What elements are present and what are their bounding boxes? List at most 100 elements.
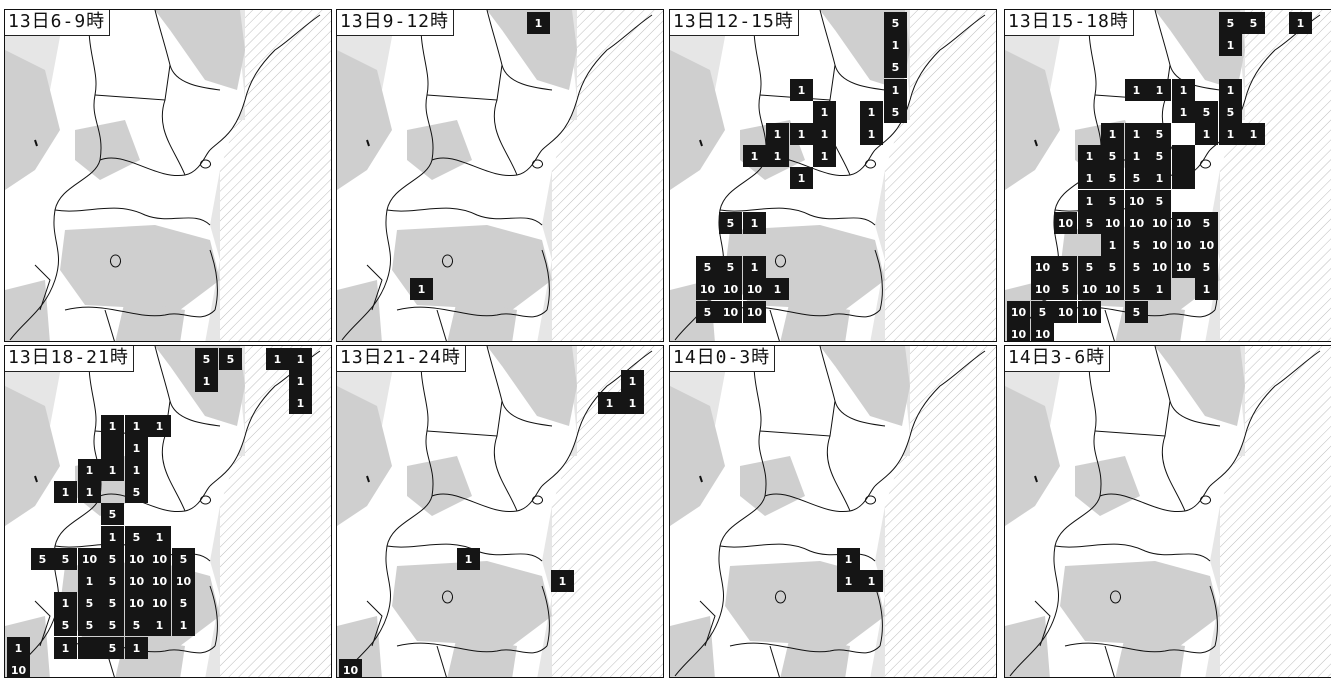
- value-cell: 1: [1078, 145, 1101, 167]
- value-cell: 5: [1195, 256, 1218, 278]
- value-cell: 5: [1054, 256, 1077, 278]
- value-cell: 1: [1242, 123, 1265, 145]
- value-cell: 1: [766, 123, 789, 145]
- value-cell: 5: [1031, 301, 1054, 323]
- value-cell: 5: [884, 56, 907, 78]
- value-cell: 1: [148, 614, 171, 636]
- value-cell: 1: [621, 392, 644, 414]
- value-cell: 10: [1172, 212, 1195, 234]
- value-cell: 10: [1031, 278, 1054, 300]
- value-cell: 1: [1172, 101, 1195, 123]
- value-cell: 1: [1195, 278, 1218, 300]
- value-cell: 5: [1195, 212, 1218, 234]
- value-cell: 5: [1101, 256, 1124, 278]
- value-cell: 10: [1148, 256, 1171, 278]
- value-cell: 10: [125, 548, 148, 570]
- value-cell: 5: [719, 256, 742, 278]
- value-cell: 1: [1101, 234, 1124, 256]
- value-cell: [78, 637, 101, 659]
- value-cell: 1: [289, 392, 312, 414]
- value-cell: 10: [1007, 323, 1030, 341]
- value-cell: 5: [696, 301, 719, 323]
- value-cell: 1: [766, 278, 789, 300]
- value-cell: 5: [125, 481, 148, 503]
- value-cell: 10: [1125, 190, 1148, 212]
- value-cell: 10: [1054, 301, 1077, 323]
- value-cell: 5: [101, 637, 124, 659]
- value-cell: 10: [1125, 212, 1148, 234]
- value-cell: 1: [860, 123, 883, 145]
- value-cell: 10: [1007, 301, 1030, 323]
- value-cell: 1: [54, 481, 77, 503]
- value-cell: 1: [1289, 12, 1312, 34]
- value-cell: 10: [1078, 278, 1101, 300]
- value-cell: 5: [1101, 145, 1124, 167]
- value-cell: 10: [1172, 234, 1195, 256]
- value-cell: 10: [719, 278, 742, 300]
- value-cell: 5: [101, 570, 124, 592]
- value-cell: 5: [1148, 123, 1171, 145]
- value-cell: 1: [289, 370, 312, 392]
- value-cell: 10: [1148, 234, 1171, 256]
- value-cell: 1: [884, 79, 907, 101]
- value-cell: 10: [743, 278, 766, 300]
- value-cell: 1: [813, 101, 836, 123]
- value-cell: 1: [125, 437, 148, 459]
- panel-title: 13日18-21時: [5, 346, 134, 372]
- map-panel: 13日6-9時: [4, 9, 332, 342]
- value-cell: 10: [1078, 301, 1101, 323]
- value-cell: 1: [148, 526, 171, 548]
- value-cell: 10: [148, 592, 171, 614]
- value-cell: 10: [1101, 212, 1124, 234]
- value-cell: 5: [696, 256, 719, 278]
- value-cell: 1: [125, 459, 148, 481]
- value-cell: 1: [101, 459, 124, 481]
- value-cell: 1: [527, 12, 550, 34]
- value-cell: 10: [7, 659, 30, 677]
- value-cell: 1: [813, 145, 836, 167]
- value-cell: 10: [148, 570, 171, 592]
- value-cell: 5: [1125, 301, 1148, 323]
- value-cell: 5: [101, 592, 124, 614]
- value-cell: 1: [78, 459, 101, 481]
- value-cell: 1: [860, 101, 883, 123]
- value-cell: 1: [621, 370, 644, 392]
- value-cell: 1: [813, 123, 836, 145]
- value-cell: 1: [743, 212, 766, 234]
- value-cell: 1: [125, 637, 148, 659]
- value-cell: 1: [1125, 123, 1148, 145]
- value-cell: 1: [54, 637, 77, 659]
- value-cell: 5: [884, 101, 907, 123]
- value-cell: 10: [125, 570, 148, 592]
- value-cell: 5: [54, 548, 77, 570]
- value-cell: 5: [1125, 256, 1148, 278]
- value-cell: 1: [598, 392, 621, 414]
- panel-title: 13日12-15時: [670, 10, 799, 36]
- value-cell: 1: [1125, 145, 1148, 167]
- value-cell: 1: [101, 415, 124, 437]
- value-cell: 1: [78, 570, 101, 592]
- value-cell: 1: [1195, 123, 1218, 145]
- value-cell: [1172, 145, 1195, 167]
- value-cell: 1: [1219, 123, 1242, 145]
- value-cell: 5: [1148, 145, 1171, 167]
- value-cell: 10: [696, 278, 719, 300]
- value-cell: 5: [1242, 12, 1265, 34]
- value-cell: 5: [1219, 12, 1242, 34]
- value-cell: 10: [148, 548, 171, 570]
- value-cell: 1: [1148, 167, 1171, 189]
- value-cell: 5: [1195, 101, 1218, 123]
- value-cell: 5: [1125, 278, 1148, 300]
- value-cell: 5: [31, 548, 54, 570]
- value-cell: 5: [1101, 167, 1124, 189]
- value-cell: 5: [1148, 190, 1171, 212]
- value-cell: 5: [101, 548, 124, 570]
- value-cell: 5: [884, 12, 907, 34]
- value-cell: 5: [78, 614, 101, 636]
- value-cell: 10: [743, 301, 766, 323]
